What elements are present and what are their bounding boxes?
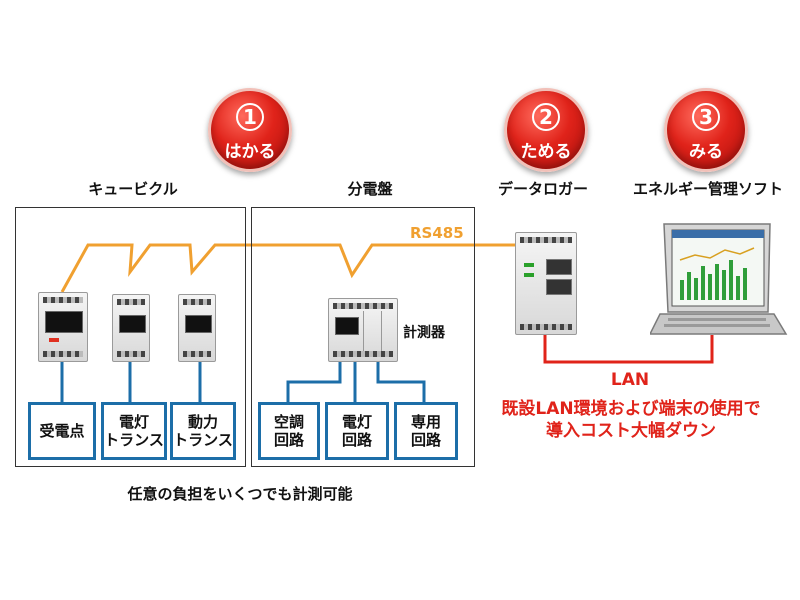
circuit-box-power-transformer: 動力 トランス (170, 402, 236, 460)
step-label: はかる (224, 142, 276, 162)
circuit-label: トランス (104, 431, 164, 449)
power-meter-device (38, 292, 88, 362)
feed-line (286, 362, 342, 402)
circuit-label: 電灯 (118, 413, 149, 431)
step-badge-1: 1 はかる (208, 88, 292, 172)
cubicle-box (15, 207, 246, 467)
feed-line (376, 362, 426, 402)
lan-label: LAN (610, 370, 650, 390)
step-badge-2: 2 ためる (504, 88, 588, 172)
laptop-icon (650, 223, 788, 335)
lan-note-line-2: 導入コスト大幅ダウン (546, 421, 716, 441)
ct-sensor-device (178, 294, 216, 362)
lan-note-line-1: 既設LAN環境および端末の使用で (501, 399, 761, 419)
circuit-label: 空調 (273, 413, 304, 431)
circuit-label: 動力 (187, 413, 218, 431)
step-badge-3: 3 みる (664, 88, 748, 172)
step-label: みる (689, 142, 723, 162)
circuit-box-lighting: 電灯 回路 (325, 402, 389, 460)
step-number: 3 (692, 103, 720, 131)
panel-box (251, 207, 475, 467)
lan-line (543, 335, 714, 364)
meter-label: 計測器 (403, 325, 445, 341)
step-label: ためる (520, 142, 572, 162)
circuit-label: トランス (173, 431, 233, 449)
data-logger-device (515, 232, 577, 335)
circuit-label: 回路 (273, 431, 304, 449)
circuit-box-receiving-point: 受電点 (28, 402, 96, 460)
measuring-instrument-device (328, 298, 398, 362)
circuit-label: 回路 (341, 431, 372, 449)
circuit-box-lighting-transformer: 電灯 トランス (101, 402, 167, 460)
caption: 任意の負担をいくつでも計測可能 (127, 485, 353, 503)
circuit-box-dedicated: 専用 回路 (394, 402, 458, 460)
ct-sensor-device (112, 294, 150, 362)
rs485-label: RS485 (410, 224, 464, 242)
heading-panel: 分電盤 (347, 180, 393, 198)
circuit-label: 専用 (410, 413, 441, 431)
circuit-label: 回路 (410, 431, 441, 449)
circuit-box-hvac: 空調 回路 (258, 402, 320, 460)
rs485-bus-line (60, 243, 530, 293)
circuit-label: 受電点 (39, 422, 85, 440)
step-number: 2 (532, 103, 560, 131)
sensor-lines (60, 362, 426, 402)
heading-logger: データロガー (497, 180, 588, 198)
circuit-label: 電灯 (341, 413, 372, 431)
heading-software: エネルギー管理ソフト (632, 180, 783, 198)
step-number: 1 (236, 103, 264, 131)
heading-cubicle: キュービクル (88, 180, 178, 198)
